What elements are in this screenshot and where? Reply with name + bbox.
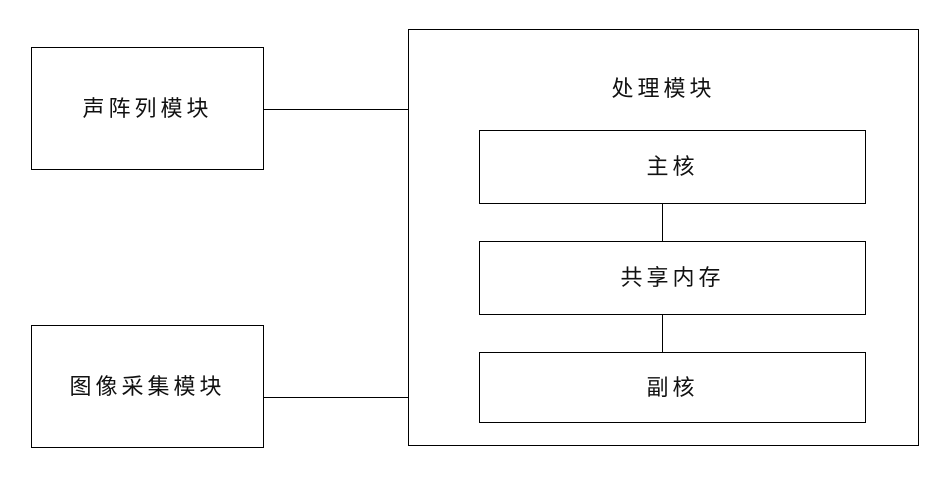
node-main-core[interactable]: 主核 — [479, 130, 866, 204]
connector-shared-memory-to-sub-core — [662, 315, 663, 352]
node-sub-core[interactable]: 副核 — [479, 352, 866, 423]
connector-acoustic-array-to-processing-module — [264, 109, 409, 110]
node-image-capture-module[interactable]: 图像采集模块 — [31, 325, 264, 448]
node-image-capture-module-label: 图像采集模块 — [69, 373, 226, 399]
node-processing-module-title: 处理模块 — [409, 78, 918, 101]
node-shared-memory[interactable]: 共享内存 — [479, 241, 866, 315]
node-main-core-label: 主核 — [646, 154, 699, 179]
node-shared-memory-label: 共享内存 — [620, 265, 725, 290]
node-sub-core-label: 副核 — [646, 374, 699, 400]
connector-main-core-to-shared-memory — [662, 204, 663, 241]
node-acoustic-array-module[interactable]: 声阵列模块 — [31, 47, 264, 170]
node-acoustic-array-module-label: 声阵列模块 — [82, 95, 213, 121]
node-processing-module-label: 处理模块 — [611, 76, 716, 101]
connector-image-capture-to-processing-module — [264, 397, 409, 398]
